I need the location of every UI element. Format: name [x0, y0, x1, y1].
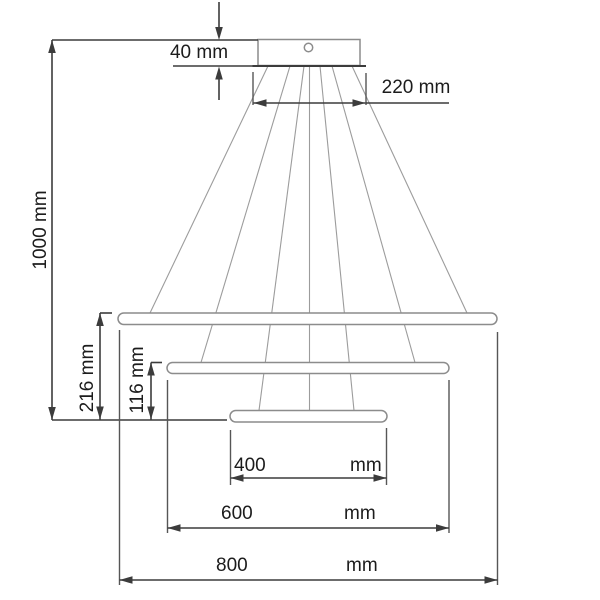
dim-label-canopy-width: 220 mm: [381, 77, 451, 98]
dim-label-ring-middle-diameter-value: 600: [221, 503, 253, 524]
cable-left-inner: [258, 65, 305, 411]
arrowhead-right: [436, 524, 449, 532]
arrowhead-left: [253, 99, 267, 107]
dim-label-overall-height: 1000 mm: [30, 190, 51, 270]
dim-ring-middle-drop: [147, 361, 162, 420]
arrowhead-down: [147, 406, 155, 420]
light-rings: [117, 312, 498, 423]
dim-label-ring-large-diameter-unit: mm: [346, 555, 378, 576]
dim-label-ring-small-diameter-unit: mm: [350, 455, 382, 476]
arrowhead-left: [167, 524, 181, 532]
cable-left-outer: [149, 65, 269, 314]
arrowhead-down: [48, 407, 56, 420]
arrowhead-up: [96, 313, 104, 326]
dim-canopy-width: [252, 72, 449, 107]
dim-label-ring-middle-diameter-unit: mm: [344, 503, 376, 524]
dim-canopy-height: [52, 2, 258, 100]
cable-right-outer: [351, 65, 468, 314]
arrowhead-right: [484, 576, 498, 584]
dim-ring-large-diameter: [118, 330, 499, 585]
dim-ring-middle-diameter: [166, 380, 450, 533]
ring-middle: [166, 361, 450, 375]
ring-small: [229, 409, 388, 423]
dim-label-ring-small-diameter-value: 400: [234, 455, 266, 476]
dim-label-ring-large-drop: 216 mm: [77, 343, 98, 413]
arrowhead-left: [119, 576, 133, 584]
dim-label-ring-large-diameter-value: 800: [216, 555, 248, 576]
arrowhead-up: [147, 362, 155, 376]
cable-right-inner: [319, 65, 355, 411]
suspension-cables: [149, 65, 468, 411]
canopy-screw-hole: [303, 42, 314, 53]
arrowhead-up: [215, 66, 223, 80]
ceiling-canopy: [252, 38, 366, 67]
arrowhead-up: [48, 40, 56, 53]
ring-large: [117, 312, 498, 326]
arrowhead-right: [352, 99, 366, 107]
arrowhead-down: [215, 27, 223, 40]
arrowhead-right: [373, 474, 387, 482]
dim-overall-height: [48, 40, 227, 421]
arrowhead-down: [96, 406, 104, 420]
dim-label-ring-middle-drop: 116 mm: [127, 346, 148, 414]
dim-label-canopy-height: 40 mm: [169, 42, 229, 63]
dim-ring-large-drop: [96, 312, 112, 420]
arrowhead-left: [230, 474, 244, 482]
dim-ring-small-diameter: [229, 428, 388, 485]
